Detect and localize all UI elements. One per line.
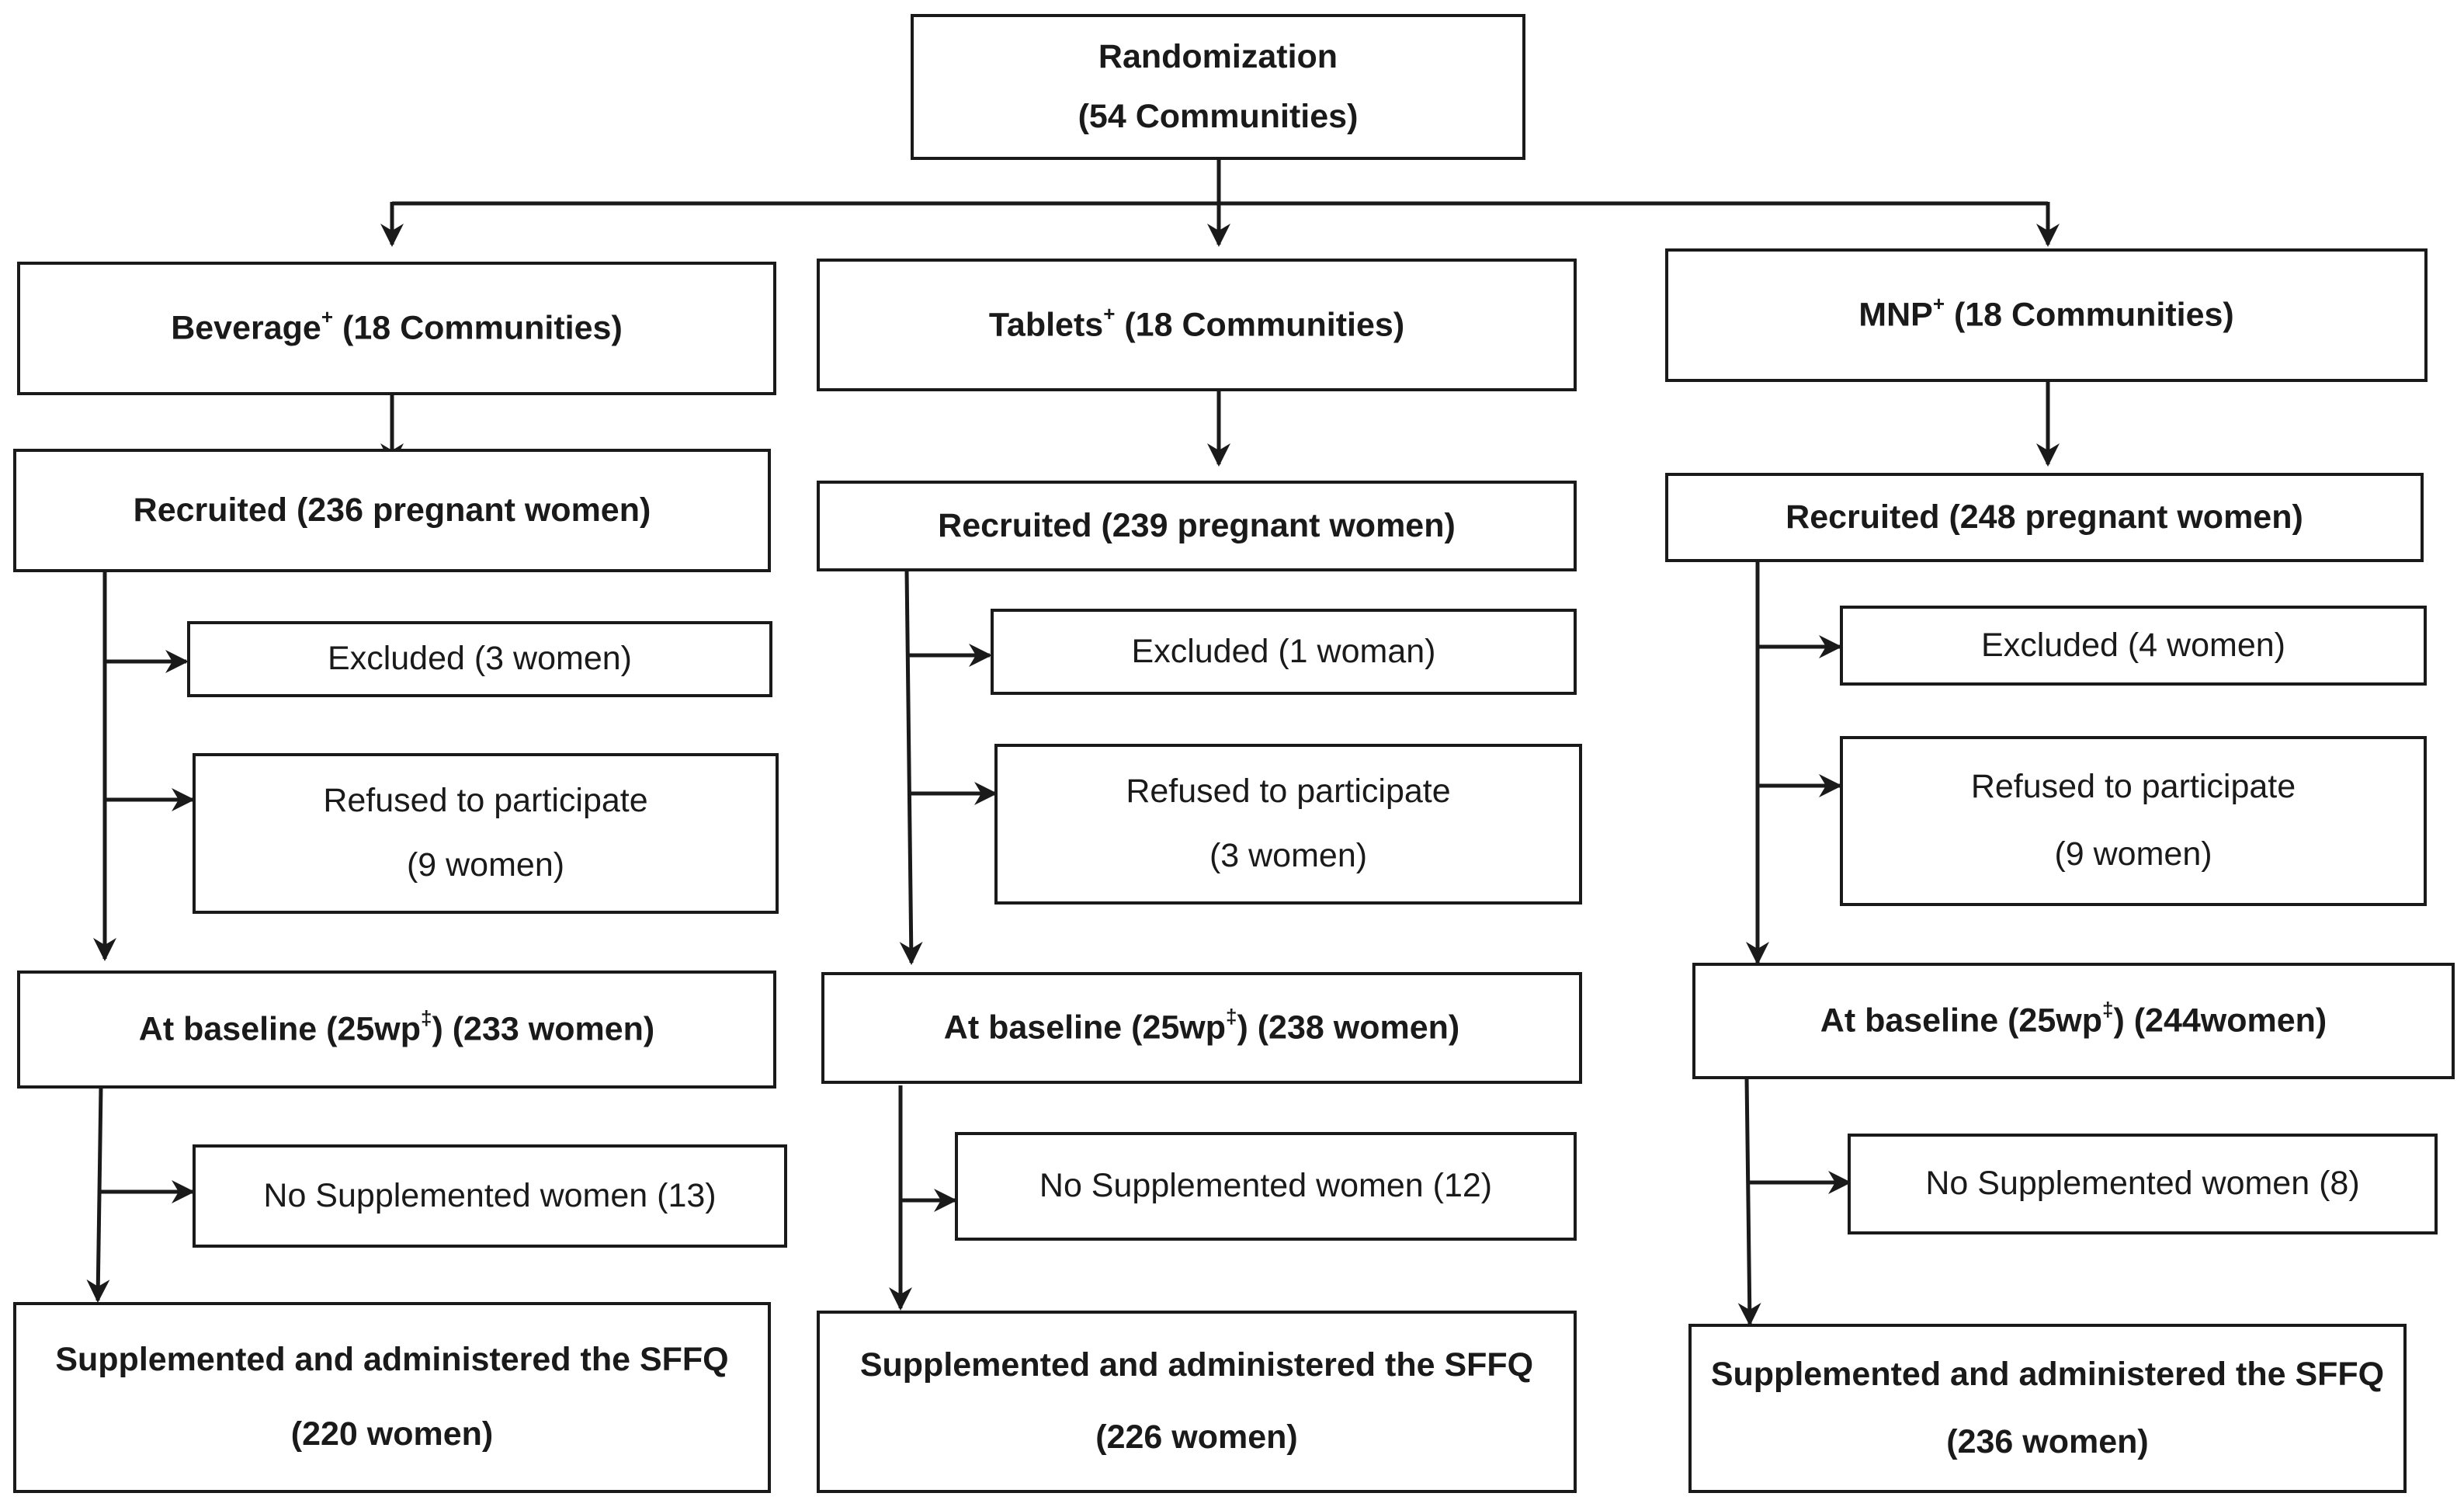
arm2-recruited-box: Recruited (239 pregnant women) <box>817 481 1577 571</box>
arm1-excluded-text: Excluded (3 women) <box>328 640 632 678</box>
arm3-final-box: Supplemented and administered the SFFQ (… <box>1688 1324 2407 1493</box>
arm3-excluded-text: Excluded (4 women) <box>1981 626 2285 664</box>
arm3-recruited-box: Recruited (248 pregnant women) <box>1665 473 2424 562</box>
arm1-refused-box: Refused to participate (9 women) <box>193 753 779 914</box>
arm2-baseline-text: At baseline (25wp‡) (238 women) <box>943 1005 1460 1048</box>
arm3-final-label: Supplemented and administered the SFFQ <box>1710 1355 2385 1393</box>
arm1-baseline-suffix: ) (233 women) <box>432 1010 655 1048</box>
arm3-recruited-text: Recruited (248 pregnant women) <box>1786 498 2303 536</box>
arm2-baseline-box: At baseline (25wp‡) (238 women) <box>821 972 1582 1084</box>
arm2-refused-label: Refused to participate <box>1126 772 1451 810</box>
arm2-refused-count: (3 women) <box>1209 837 1368 875</box>
arm1-final-count: (220 women) <box>290 1415 494 1453</box>
arm1-group-communities: (18 Communities) <box>342 309 623 347</box>
arm2-nosupp-text: No Supplemented women (12) <box>1039 1167 1493 1205</box>
arm1-nosupp-box: No Supplemented women (13) <box>193 1144 787 1248</box>
randomization-title: Randomization <box>1098 37 1338 75</box>
arm3-group-mark: + <box>1932 292 1945 316</box>
arm2-baseline-mark: ‡ <box>1226 1005 1237 1029</box>
arm2-excluded-text: Excluded (1 woman) <box>1131 632 1436 670</box>
arm3-refused-count: (9 women) <box>2054 835 2212 873</box>
arm3-baseline-suffix: ) (244women) <box>2113 1002 2327 1040</box>
arm3-baseline-text: At baseline (25wp‡) (244women) <box>1820 998 2327 1041</box>
randomization-communities: (54 Communities) <box>1078 97 1359 135</box>
arm2-spine-upper-line <box>899 570 923 965</box>
arm2-final-box: Supplemented and administered the SFFQ (… <box>817 1311 1577 1493</box>
arm1-group-name: Beverage <box>171 309 321 347</box>
arm1-final-label: Supplemented and administered the SFFQ <box>55 1340 729 1378</box>
arm3-excluded-box: Excluded (4 women) <box>1840 606 2427 686</box>
arm1-refused-count: (9 women) <box>406 846 565 884</box>
arm3-baseline-mark: ‡ <box>2101 998 2114 1022</box>
arm3-nosupp-box: No Supplemented women (8) <box>1848 1134 2438 1234</box>
arm1-excluded-box: Excluded (3 women) <box>187 621 772 697</box>
arm1-refused-label: Refused to participate <box>323 781 648 819</box>
arm1-group-label: Beverage+ (18 Communities) <box>171 305 623 349</box>
arm2-group-label: Tablets+ (18 Communities) <box>988 301 1405 345</box>
arm1-group-box: Beverage+ (18 Communities) <box>17 262 776 395</box>
arm2-group-box: Tablets+ (18 Communities) <box>817 259 1577 391</box>
arm2-refused-box: Refused to participate (3 women) <box>994 744 1582 905</box>
arm1-recruited-text: Recruited (236 pregnant women) <box>133 491 651 529</box>
arm2-group-name: Tablets <box>988 305 1104 343</box>
arm3-group-label: MNP+ (18 Communities) <box>1858 292 2234 335</box>
arm2-recruited-text: Recruited (239 pregnant women) <box>938 506 1456 544</box>
arm3-baseline-box: At baseline (25wp‡) (244women) <box>1692 963 2455 1079</box>
arm1-baseline-box: At baseline (25wp‡) (233 women) <box>17 971 776 1089</box>
arm3-group-box: MNP+ (18 Communities) <box>1665 248 2428 382</box>
arm1-recruited-box: Recruited (236 pregnant women) <box>13 449 771 572</box>
arm2-nosupp-box: No Supplemented women (12) <box>955 1132 1577 1241</box>
arm1-final-box: Supplemented and administered the SFFQ (… <box>13 1302 771 1493</box>
arm1-baseline-text: At baseline (25wp‡) (233 women) <box>138 1006 655 1050</box>
arm3-spine-lower-line <box>1737 1077 1761 1326</box>
arm1-nosupp-text: No Supplemented women (13) <box>263 1176 717 1214</box>
arm2-final-label: Supplemented and administered the SFFQ <box>859 1346 1534 1384</box>
arm3-refused-box: Refused to participate (9 women) <box>1840 736 2427 906</box>
arm3-group-communities: (18 Communities) <box>1953 296 2234 334</box>
arm2-baseline-suffix: ) (238 women) <box>1237 1009 1460 1047</box>
arm2-group-mark: + <box>1103 301 1116 325</box>
arm2-final-count: (226 women) <box>1095 1418 1298 1457</box>
arm3-nosupp-text: No Supplemented women (8) <box>1925 1165 2360 1203</box>
randomization-box: Randomization (54 Communities) <box>911 14 1525 160</box>
arm3-baseline-prefix: At baseline (25wp <box>1820 1002 2102 1040</box>
arm1-spine-lower-line <box>86 1086 110 1303</box>
arm1-baseline-mark: ‡ <box>421 1006 432 1030</box>
arm1-baseline-prefix: At baseline (25wp <box>138 1010 421 1048</box>
arm1-group-mark: + <box>321 305 334 329</box>
arm3-refused-label: Refused to participate <box>1970 767 2296 805</box>
arm2-baseline-prefix: At baseline (25wp <box>943 1009 1226 1047</box>
arm3-final-count: (236 women) <box>1946 1422 2149 1460</box>
arm2-excluded-box: Excluded (1 woman) <box>991 609 1577 695</box>
arm2-group-communities: (18 Communities) <box>1124 305 1405 343</box>
arm3-group-name: MNP <box>1858 296 1933 334</box>
